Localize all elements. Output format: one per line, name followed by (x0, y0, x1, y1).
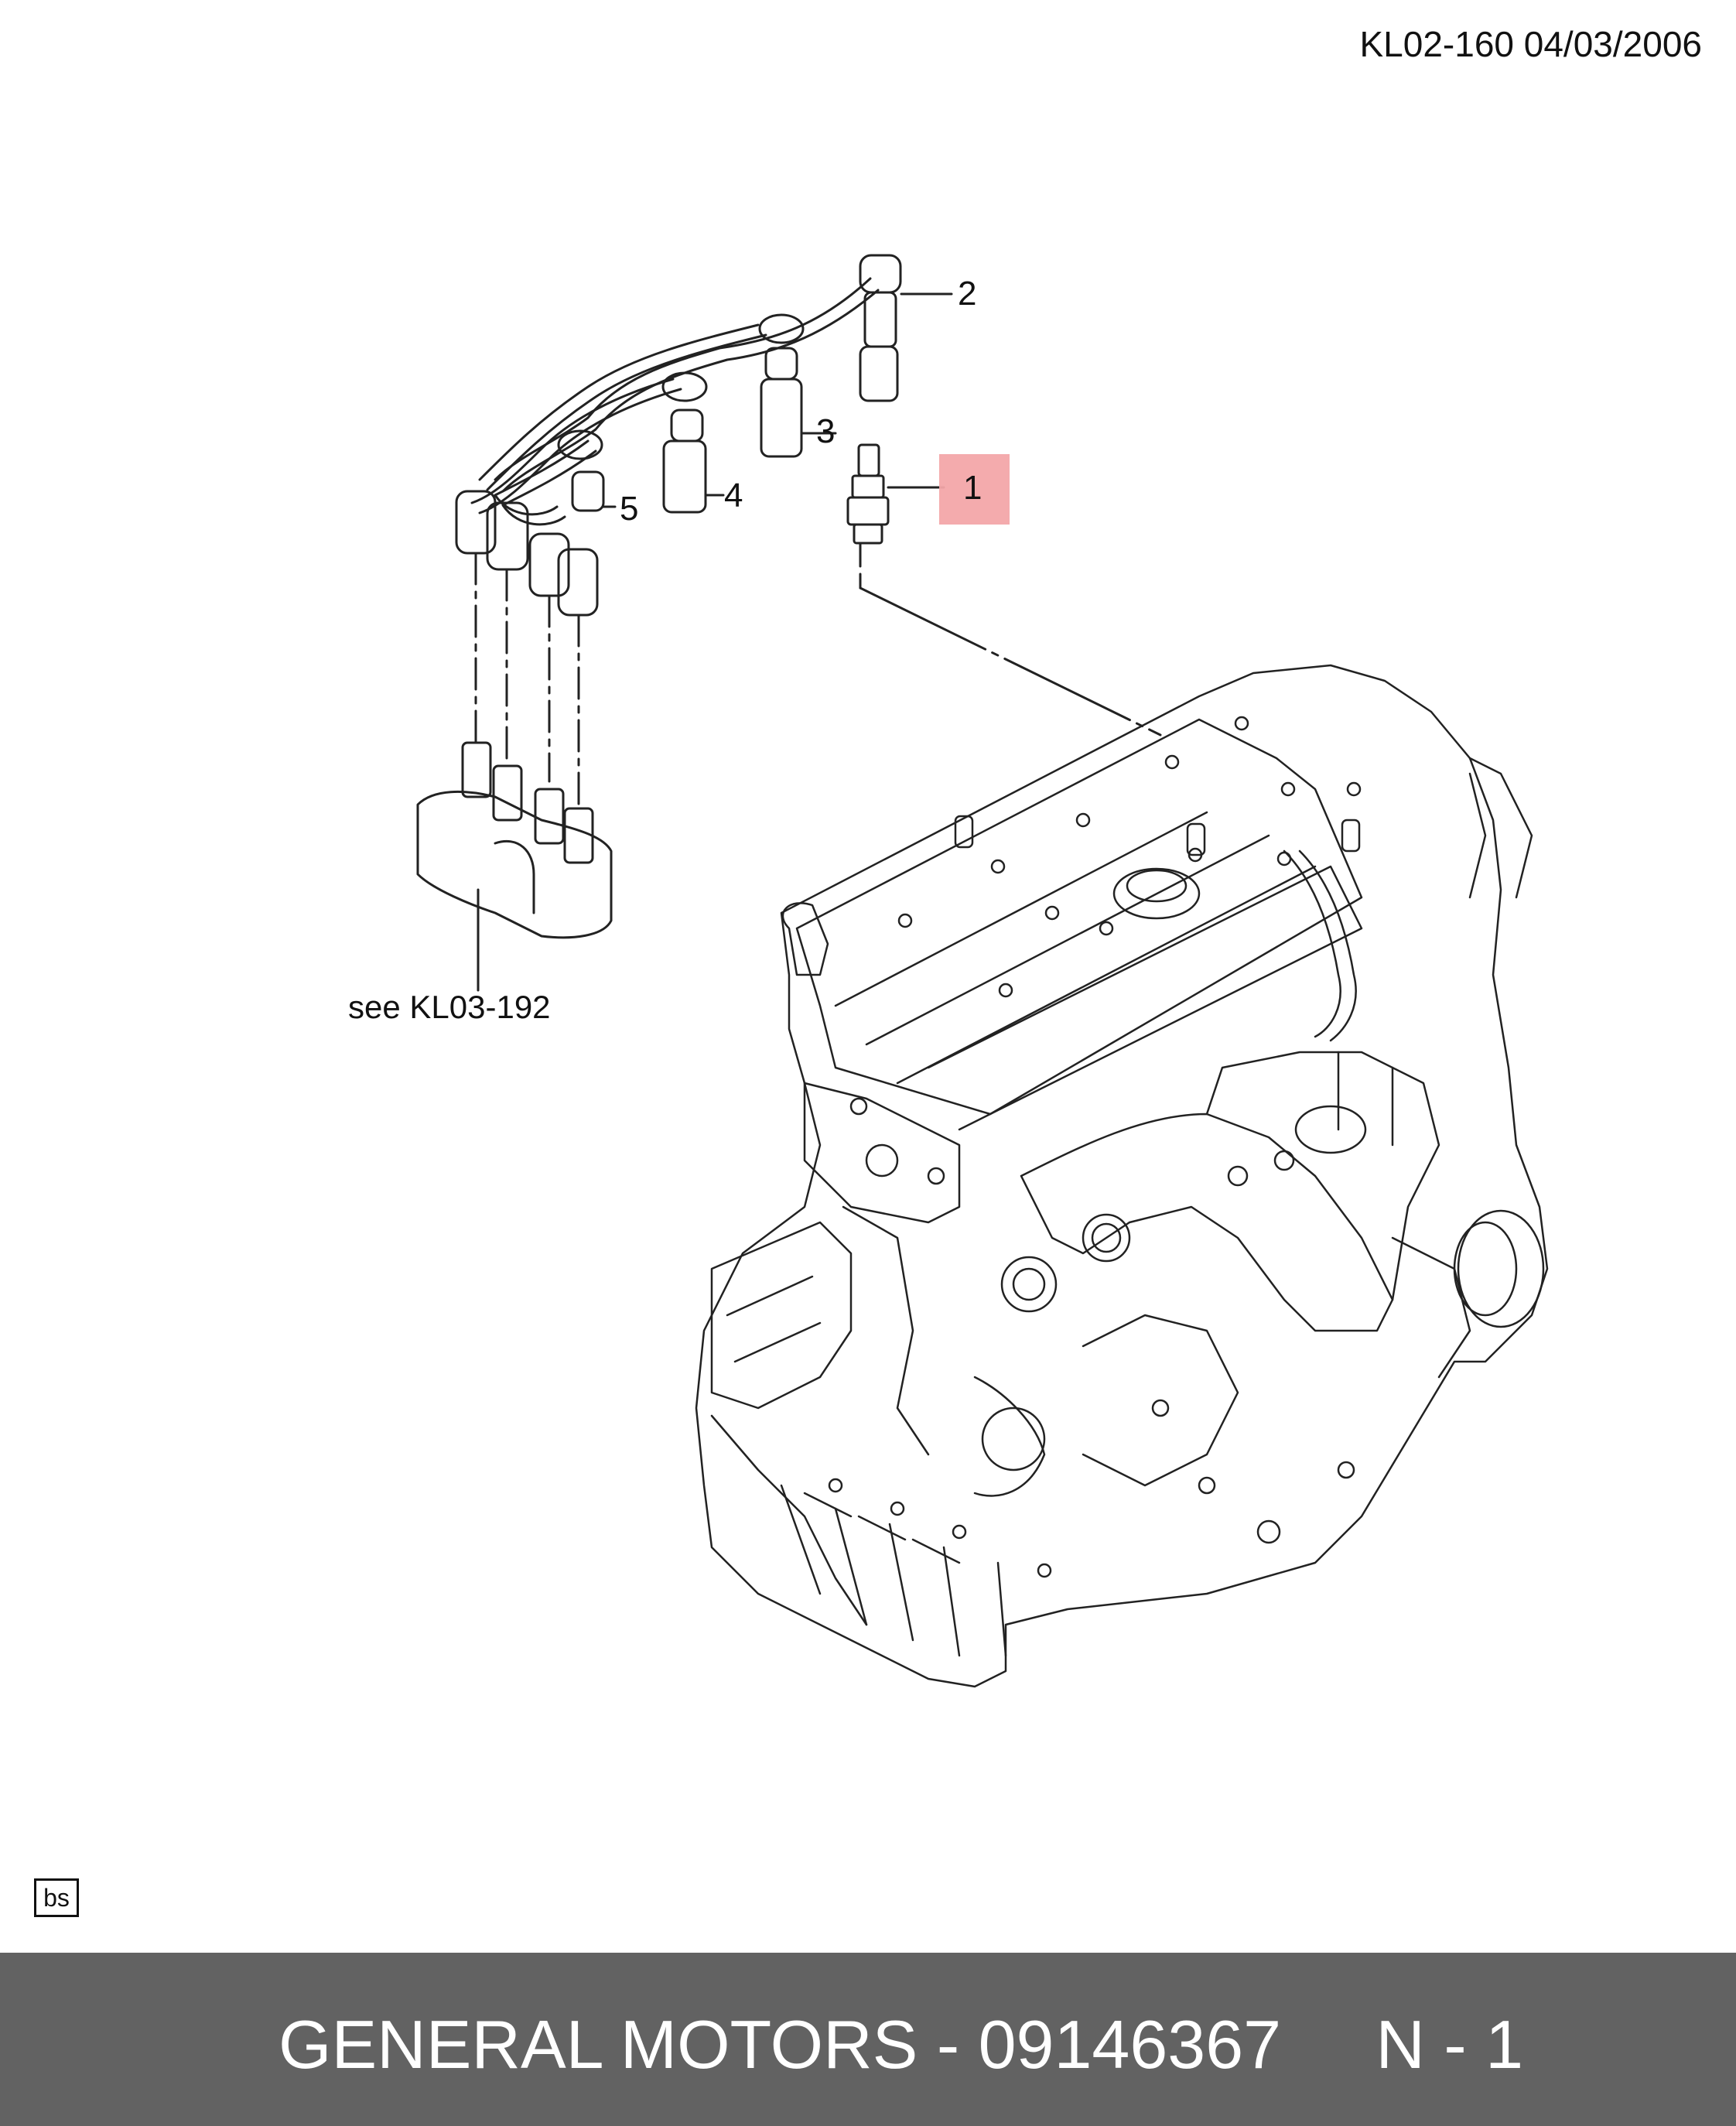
ignition-coil (416, 741, 613, 992)
spark-plug-boot-4 (662, 408, 725, 514)
engine-block (695, 664, 1549, 1688)
callout-1: 1 (963, 469, 982, 507)
callout-1-highlight (939, 454, 1010, 525)
see-reference-label: see KL03-192 (348, 989, 551, 1025)
coil-boots (455, 490, 599, 806)
spark-plug-1 (846, 443, 1162, 737)
footer-suffix: N - 1 (1375, 2006, 1524, 2083)
callout-3: 3 (816, 412, 836, 450)
callout-5: 5 (620, 490, 639, 528)
ignition-wire-set (470, 277, 880, 526)
footer-separator: - (936, 2006, 960, 2083)
footer-brand: GENERAL MOTORS (279, 2006, 918, 2083)
callout-2: 2 (958, 275, 977, 313)
footer-text: GENERAL MOTORS - 09146367 N - 1 (279, 2005, 1523, 2084)
spark-plug-boot-2 (859, 254, 953, 402)
footer-part-number: 09146367 (978, 2006, 1282, 2083)
spark-plug-boot-5 (571, 470, 617, 512)
callout-4: 4 (724, 477, 743, 514)
spark-plug-boot-3 (760, 347, 837, 458)
document-id: KL02-160 04/03/2006 (1359, 24, 1702, 64)
bs-badge: bs (34, 1878, 79, 1917)
footer-bar (0, 1953, 1736, 2126)
